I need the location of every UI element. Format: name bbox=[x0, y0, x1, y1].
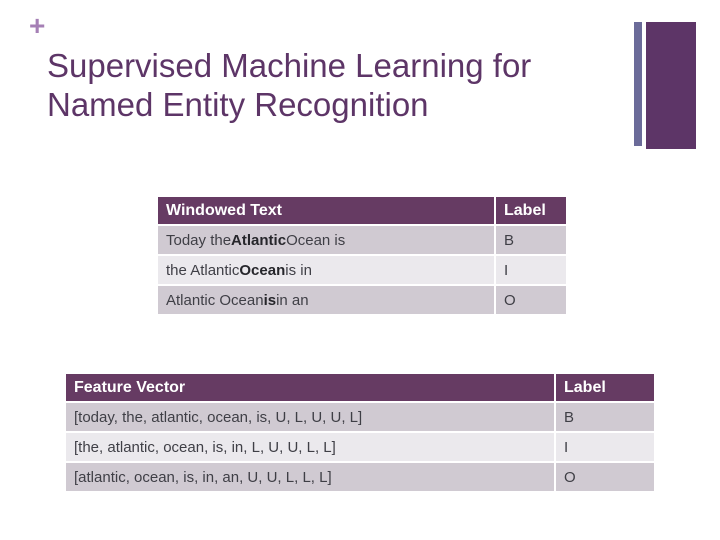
feature-row-3-label: O bbox=[556, 463, 654, 491]
windowed-row-1-bold: Atlantic bbox=[231, 231, 287, 249]
windowed-row-3-pre: Atlantic Ocean bbox=[166, 291, 264, 309]
plus-decoration-icon: + bbox=[29, 10, 46, 41]
feature-table-header-text: Feature Vector bbox=[66, 374, 554, 401]
windowed-text-table: Windowed Text Label Today the Atlantic O… bbox=[158, 197, 566, 314]
windowed-row-1-pre: Today the bbox=[166, 231, 232, 249]
windowed-row-1-post: Ocean is bbox=[286, 231, 346, 249]
windowed-table-header-text: Windowed Text bbox=[158, 197, 494, 224]
title-line-2: Named Entity Recognition bbox=[47, 86, 429, 123]
feature-table-header-label: Label bbox=[556, 374, 654, 401]
windowed-row-2-post: is in bbox=[285, 261, 312, 279]
windowed-row-3-post: in an bbox=[276, 291, 309, 309]
windowed-row-1-text: Today the Atlantic Ocean is bbox=[158, 226, 494, 254]
feature-row-1-text: [today, the, atlantic, ocean, is, U, L, … bbox=[66, 403, 554, 431]
feature-row-1-label: B bbox=[556, 403, 654, 431]
feature-row-2-text: [the, atlantic, ocean, is, in, L, U, U, … bbox=[66, 433, 554, 461]
feature-row-3-text: [atlantic, ocean, is, in, an, U, U, L, L… bbox=[66, 463, 554, 491]
windowed-row-3-text: Atlantic Ocean is in an bbox=[158, 286, 494, 314]
windowed-row-2-bold: Ocean bbox=[239, 261, 286, 279]
feature-vector-table: Feature Vector Label [today, the, atlant… bbox=[66, 374, 654, 491]
feature-row-2-label: I bbox=[556, 433, 654, 461]
windowed-row-2-label: I bbox=[496, 256, 566, 284]
title-line-1: Supervised Machine Learning for bbox=[47, 47, 532, 84]
windowed-row-2-text: the Atlantic Ocean is in bbox=[158, 256, 494, 284]
windowed-row-3-bold: is bbox=[263, 291, 277, 309]
windowed-row-2-pre: the Atlantic bbox=[166, 261, 240, 279]
windowed-row-3-label: O bbox=[496, 286, 566, 314]
windowed-table-header-label: Label bbox=[496, 197, 566, 224]
accent-bar-thin bbox=[634, 22, 642, 146]
accent-bar-wide bbox=[646, 22, 696, 149]
windowed-row-1-label: B bbox=[496, 226, 566, 254]
